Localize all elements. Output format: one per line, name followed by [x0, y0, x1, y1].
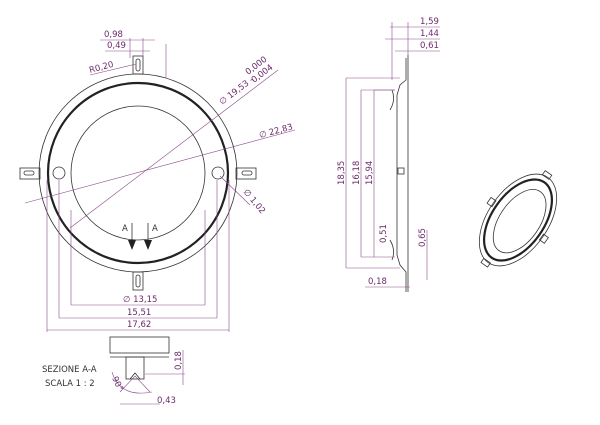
section-scale: SCALA 1 : 2 [45, 379, 95, 389]
dim-section-0-43: 0,43 [157, 396, 176, 406]
section-a-a: SEZIONE A-A SCALA 1 : 2 90° 0,18 0,43 [42, 336, 185, 406]
section-title: SEZIONE A-A [42, 365, 97, 375]
lug-bottom [132, 271, 144, 291]
dim-17-62: 17,62 [127, 320, 151, 330]
hole-right [211, 166, 225, 180]
section-mark-left: A [122, 224, 128, 234]
front-view: 0,98 0,49 R0,20 ∅ 19,53 - 0,000 0,004 ∅ … [19, 30, 296, 332]
lug-left [19, 167, 41, 180]
dim-18-35: 18,35 [337, 161, 347, 185]
lug-right [235, 167, 257, 180]
dim-1-44: 1,44 [420, 29, 439, 39]
inner-opening [70, 105, 206, 241]
dim-0-49: 0,49 [107, 41, 126, 51]
dim-16-18: 16,18 [352, 161, 362, 185]
dim-r0-20: R0,20 [88, 60, 115, 76]
dim-0-98: 0,98 [104, 30, 123, 40]
thick-ring [46, 81, 230, 265]
dim-dia-22-83: ∅ 22,83 [258, 122, 294, 141]
side-view: 1,59 1,44 0,61 18,35 16,18 15,94 0,51 0,… [337, 17, 440, 292]
dim-15-51: 15,51 [127, 308, 151, 318]
dim-0-51: 0,51 [379, 224, 389, 243]
dim-1-59: 1,59 [420, 17, 439, 27]
hole-left [52, 166, 66, 180]
outer-ring [38, 73, 238, 273]
dim-0-61: 0,61 [420, 41, 439, 51]
dim-dia-13-15: ∅ 13,15 [123, 295, 157, 305]
section-mark-right: A [152, 224, 158, 234]
dim-15-94: 15,94 [365, 161, 375, 185]
isometric-view [478, 170, 558, 268]
dim-section-0-18: 0,18 [174, 351, 184, 370]
dim-0-18: 0,18 [368, 277, 387, 287]
dim-0-65: 0,65 [418, 228, 428, 247]
dim-dia-1-02: ∅ 1,02 [241, 188, 267, 217]
dim-angle-90: 90° [109, 375, 124, 393]
